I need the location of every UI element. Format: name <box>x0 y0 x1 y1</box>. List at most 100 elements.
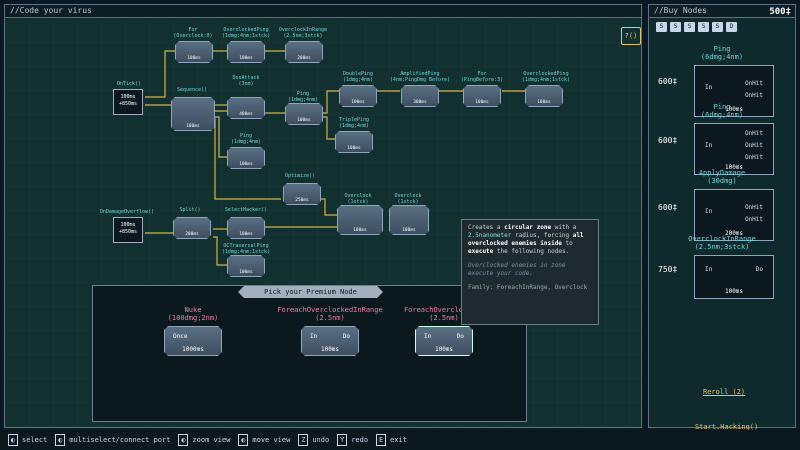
node-oc-traversal-ping[interactable]: 100ms <box>227 255 265 277</box>
shop-item-card[interactable]: In OnHit OnHit 200ms <box>694 189 774 241</box>
node-label: DoublePing(1dmg;4nm) <box>342 71 374 83</box>
shop-item-card[interactable]: In OnHit OnHit 100ms <box>694 65 774 117</box>
node-time: 100ms <box>434 346 454 353</box>
premium-option-foreach[interactable]: ForeachOverclockedInRange (2.5nm) In Do … <box>265 306 395 356</box>
reroll-button[interactable]: Reroll (2) <box>703 388 746 396</box>
trigger-time: 100ms <box>120 94 136 100</box>
shop-item-name: Ping(6dmg;4nm) <box>700 45 744 61</box>
node-time: 100ms <box>724 164 744 171</box>
port-label: In <box>424 333 432 340</box>
trigger-ontick[interactable]: 100ms +850ms <box>113 89 143 115</box>
premium-title: Pick your Premium Node <box>238 286 383 298</box>
node-time: 100ms <box>353 228 367 233</box>
port-label: OnHit <box>744 216 763 223</box>
shop-item-card[interactable]: In Do 100ms <box>694 255 774 299</box>
node-time: 100ms <box>187 56 201 61</box>
shop-item-price: 600‡ <box>658 136 678 145</box>
node-overclocked-ping-2[interactable]: 100ms <box>525 85 563 107</box>
node-label: TriplePing(1dmg;4nm) <box>338 117 370 129</box>
shop-item[interactable]: OverclockInRange(2.5nm;3stck) 750‡ In Do… <box>652 235 792 299</box>
shop-item[interactable]: Ping(6dmg;4nm) 600‡ In OnHit OnHit 100ms <box>652 45 792 117</box>
wire <box>323 90 339 114</box>
node-label: Overclock(1stck) <box>344 193 372 205</box>
node-amplified-ping[interactable]: 300ms <box>401 85 439 107</box>
shop-item-name: Ping(6dmg;4nm) <box>700 103 744 119</box>
start-hacking-button[interactable]: Start.Hacking() <box>695 423 759 431</box>
premium-node-body[interactable]: In Do 100ms <box>301 326 359 356</box>
shop-item-price: 600‡ <box>658 77 678 86</box>
premium-params: (2.5nm) <box>315 314 345 322</box>
node-label: Optimize() <box>284 173 316 179</box>
shop-item-card[interactable]: In OnHit OnHit OnHit 100ms <box>694 123 774 175</box>
key-z-icon: Z <box>298 434 309 446</box>
node-time: 100ms <box>186 124 200 129</box>
node-time: 100ms <box>475 100 489 105</box>
node-overclock[interactable]: 100ms <box>337 205 383 235</box>
filter-icon[interactable]: S <box>712 22 723 32</box>
shop-filter-icons: S S S S S D <box>656 22 737 32</box>
node-sequence[interactable]: 100ms <box>171 97 215 131</box>
control-label: zoom view <box>192 436 231 444</box>
node-label: Ping(1dmg;4nm) <box>287 91 319 103</box>
key-e-icon: E <box>376 434 387 446</box>
tooltip-keyword: all overclocked enemies inside <box>468 232 584 247</box>
filter-icon[interactable]: S <box>670 22 681 32</box>
node-time: 200ms <box>185 232 199 237</box>
node-time: 100ms <box>347 146 361 151</box>
node-for[interactable]: 100ms <box>175 41 213 63</box>
port-label: Do <box>755 266 763 273</box>
filter-icon[interactable]: S <box>684 22 695 32</box>
wire <box>213 236 227 266</box>
control-hint: ◐move view <box>238 434 290 446</box>
help-button[interactable]: ?() <box>621 27 641 45</box>
node-select-hacker[interactable]: 100ms <box>227 217 265 239</box>
node-label: SelectHacker() <box>224 207 268 213</box>
control-label: redo <box>351 436 369 444</box>
node-triple-ping[interactable]: 100ms <box>335 131 373 153</box>
node-overclock-in-range[interactable]: 200ms <box>285 41 323 63</box>
tooltip-text: radius, forcing <box>511 232 573 239</box>
port-label: OnHit <box>744 80 763 87</box>
node-time: 100ms <box>537 100 551 105</box>
control-hint: ◐zoom view <box>178 434 230 446</box>
tooltip-keyword: circular zone <box>504 224 552 231</box>
shop-item[interactable]: Ping(6dmg;4nm) 600‡ In OnHit OnHit OnHit… <box>652 103 792 175</box>
node-time: 200ms <box>724 230 744 237</box>
node-overclocked-ping[interactable]: 100ms <box>227 41 265 63</box>
filter-icon[interactable]: D <box>726 22 737 32</box>
node-ping[interactable]: 100ms <box>285 103 323 125</box>
shop-item[interactable]: ApplyDamage(30dmg) 600‡ In OnHit OnHit 2… <box>652 169 792 241</box>
controls-footer: ◐select ◐multiselect/connect port ◐zoom … <box>0 430 800 450</box>
premium-name: ForeachOverclockedInRange <box>277 306 383 314</box>
node-optimize[interactable]: 250ms <box>283 183 321 205</box>
node-label: OverclockedPing(1dmg;4nm;1stck) <box>221 27 271 39</box>
premium-node-body[interactable]: In Do 100ms <box>415 326 473 356</box>
port-label: OnHit <box>744 154 763 161</box>
node-dos-attack[interactable]: 400ms <box>227 97 265 119</box>
node-overclock-2[interactable]: 100ms <box>389 205 429 235</box>
mouse-drag-icon: ◐ <box>238 434 249 446</box>
tooltip-text: nodes. <box>547 248 570 255</box>
tooltip-note: Overclocked enemies in zone execute your… <box>468 262 566 277</box>
node-split[interactable]: 200ms <box>173 217 211 239</box>
node-time: 300ms <box>413 100 427 105</box>
node-double-ping[interactable]: 100ms <box>339 85 377 107</box>
node-label: OCTraversalPing(1dmg;4nm;1stck) <box>221 243 271 255</box>
node-label: OverclockedPing(1dmg;4nm;1stck) <box>521 71 571 83</box>
filter-icon[interactable]: S <box>656 22 667 32</box>
node-label: For(PingBefore:3) <box>460 71 504 83</box>
premium-node-body[interactable]: Once 1000ms <box>164 326 222 356</box>
filter-icon[interactable]: S <box>698 22 709 32</box>
premium-params: (2.5nm) <box>429 314 459 322</box>
node-for-pingbefore[interactable]: 100ms <box>463 85 501 107</box>
port-label: In <box>310 333 318 340</box>
port-label: OnHit <box>744 142 763 149</box>
premium-option-foreach-selected[interactable]: ForeachOverclockedI (2.5nm) In Do 100ms <box>389 306 499 356</box>
trigger-time: 100ms <box>120 222 136 228</box>
node-ping-2[interactable]: 100ms <box>227 147 265 169</box>
trigger-ondamageoverflow[interactable]: 100ms +850ms <box>113 217 143 243</box>
premium-node-picker: Pick your Premium Node Nuke (100dmg;2nm)… <box>92 285 527 422</box>
trigger-label: OnTick() <box>116 81 142 87</box>
port-label: In <box>705 142 713 149</box>
premium-option-nuke[interactable]: Nuke (100dmg;2nm) Once 1000ms <box>143 306 243 356</box>
